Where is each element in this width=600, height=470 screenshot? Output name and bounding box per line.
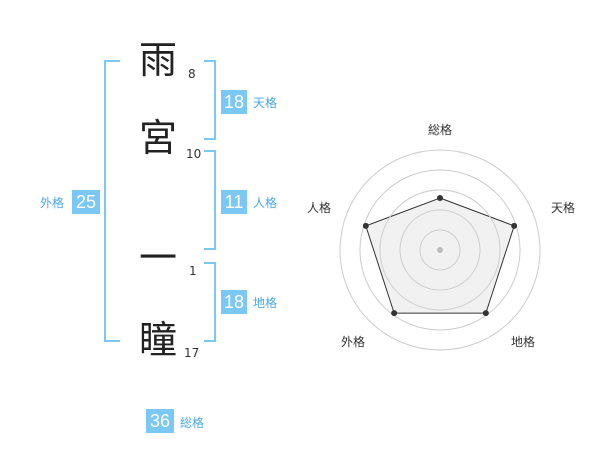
chikaku-bracket <box>204 262 216 342</box>
name-char-1: 雨 <box>138 38 177 82</box>
radar-center <box>437 247 443 253</box>
chikaku-label: 地格 <box>253 296 278 310</box>
soukaku-label: 総格 <box>180 416 205 430</box>
jinkaku-bracket <box>204 150 216 250</box>
radar-inner-ring <box>379 189 501 311</box>
radar-ring <box>359 169 521 331</box>
gaikaku-bracket <box>104 60 120 342</box>
name-char-2: 宮 <box>138 116 177 160</box>
gaikaku-value: 25 <box>72 190 100 214</box>
name-char-3: 一 <box>138 236 177 280</box>
radar-label-tenkaku: 天格 <box>551 201 576 215</box>
stroke-count-1: 8 <box>188 67 196 81</box>
tenkaku-value: 18 <box>221 90 247 114</box>
radar-point <box>391 310 398 317</box>
gaikaku-label: 外格 <box>40 196 65 210</box>
stroke-count-2: 10 <box>186 147 202 161</box>
radar-point <box>437 195 443 201</box>
radar-inner-ring <box>419 229 461 271</box>
radar-area <box>365 197 515 314</box>
name-char-4: 瞳 <box>138 318 177 362</box>
radar-label-chikaku: 地格 <box>511 335 536 349</box>
radar-point <box>482 310 489 317</box>
chikaku-value: 18 <box>221 290 247 314</box>
radar-label-soukaku: 総格 <box>428 123 453 137</box>
tenkaku-label: 天格 <box>253 96 278 110</box>
stroke-count-4: 17 <box>184 346 200 360</box>
jinkaku-label: 人格 <box>253 196 278 210</box>
tenkaku-bracket <box>204 60 216 140</box>
soukaku-value: 36 <box>146 409 174 433</box>
stroke-count-3: 1 <box>189 264 197 278</box>
radar-point <box>362 222 369 229</box>
radar-label-gaikaku: 外格 <box>341 335 366 349</box>
radar-point <box>511 222 518 229</box>
radar-label-jinkaku: 人格 <box>307 201 332 215</box>
jinkaku-value: 11 <box>221 190 247 214</box>
radar-inner-ring <box>399 209 481 291</box>
